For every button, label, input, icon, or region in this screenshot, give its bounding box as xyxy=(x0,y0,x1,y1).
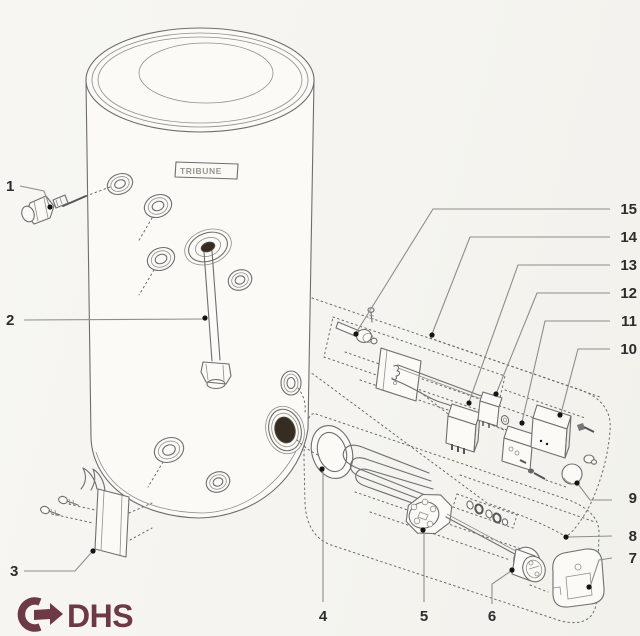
washer xyxy=(500,415,510,425)
heating-element-coils xyxy=(342,444,434,510)
part-9-knob xyxy=(561,463,583,485)
immersion-boss xyxy=(265,405,305,455)
part-label-15: 15 xyxy=(620,201,637,218)
cylinder-body: TRIBUNE xyxy=(85,27,319,519)
dhs-arrow-icon xyxy=(17,597,42,632)
callout-leaders xyxy=(19,185,613,604)
part-1-temperature-probe xyxy=(21,186,111,225)
part-label-12: 12 xyxy=(620,285,637,302)
part-label-14: 14 xyxy=(620,229,637,246)
part-label-2: 2 xyxy=(6,312,14,329)
part-label-4: 4 xyxy=(319,608,328,625)
cylinder-top xyxy=(85,27,315,133)
callout-labels: 1 2 3 4 5 6 7 8 9 10 11 12 13 14 15 xyxy=(6,178,638,625)
part-12-cutout-switch xyxy=(477,391,503,428)
part-label-8: 8 xyxy=(629,528,637,545)
part-label-5: 5 xyxy=(420,608,428,625)
brand-plate-text: TRIBUNE xyxy=(180,166,222,176)
stem-hardware xyxy=(466,500,509,526)
part-5-element-flange xyxy=(405,493,453,535)
part-label-9: 9 xyxy=(629,490,637,507)
part-label-6: 6 xyxy=(488,608,496,625)
part-14-screw xyxy=(367,307,375,323)
part-13-thermostat-body xyxy=(445,403,481,454)
port-boss xyxy=(106,172,134,196)
brand-plate: TRIBUNE xyxy=(174,161,239,180)
part-10-control-box xyxy=(530,404,595,459)
grommet xyxy=(583,454,598,465)
part-7-terminal-cover xyxy=(552,548,605,608)
part-label-13: 13 xyxy=(620,257,637,274)
part-3-mounting-bracket xyxy=(40,467,153,558)
part-4-gasket xyxy=(310,425,354,479)
part-label-1: 1 xyxy=(6,178,14,195)
port-boss xyxy=(153,436,185,464)
part-label-10: 10 xyxy=(620,341,637,358)
port-boss xyxy=(227,269,253,291)
element-stem-rod xyxy=(445,513,526,560)
part-6-stat-head xyxy=(511,546,546,583)
part-label-11: 11 xyxy=(621,313,637,330)
dhs-logo-text: DHS xyxy=(67,598,133,634)
fixing-screw xyxy=(528,468,546,480)
port-boss xyxy=(280,370,302,396)
stat-pocket-boss xyxy=(184,228,232,390)
part-label-7: 7 xyxy=(629,550,637,567)
dhs-arrow-icon xyxy=(34,603,63,625)
port-boss xyxy=(143,193,173,219)
part-13-backplate xyxy=(375,347,422,402)
port-boss xyxy=(205,471,231,493)
dhs-logo: DHS xyxy=(17,597,134,634)
part-label-3: 3 xyxy=(10,563,18,580)
part-11-stat-box xyxy=(501,425,537,471)
port-boss xyxy=(146,246,176,272)
